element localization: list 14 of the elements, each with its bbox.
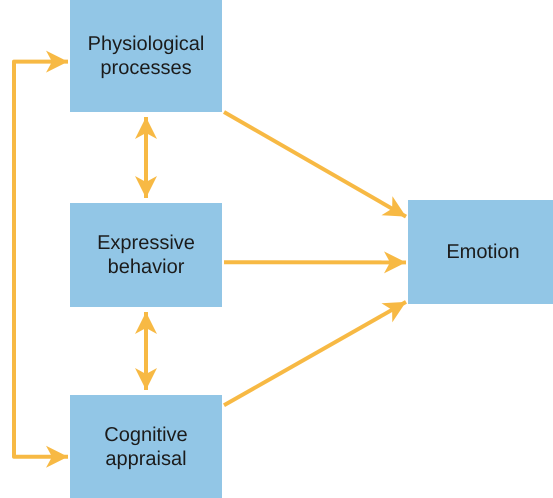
arrow [223, 110, 407, 218]
process-box [70, 0, 222, 112]
arrow [135, 117, 157, 198]
arrow [135, 312, 157, 390]
box-label: Cognitive appraisal [103, 422, 189, 470]
arrow [12, 50, 68, 468]
process-box [408, 200, 553, 304]
arrow [223, 300, 407, 408]
box-label: Emotion [446, 240, 520, 264]
box-label: Expressive behavior [96, 231, 196, 279]
process-box [70, 395, 222, 498]
process-box [70, 203, 222, 307]
box-label: Physiological processes [86, 32, 206, 80]
arrow [224, 251, 406, 274]
